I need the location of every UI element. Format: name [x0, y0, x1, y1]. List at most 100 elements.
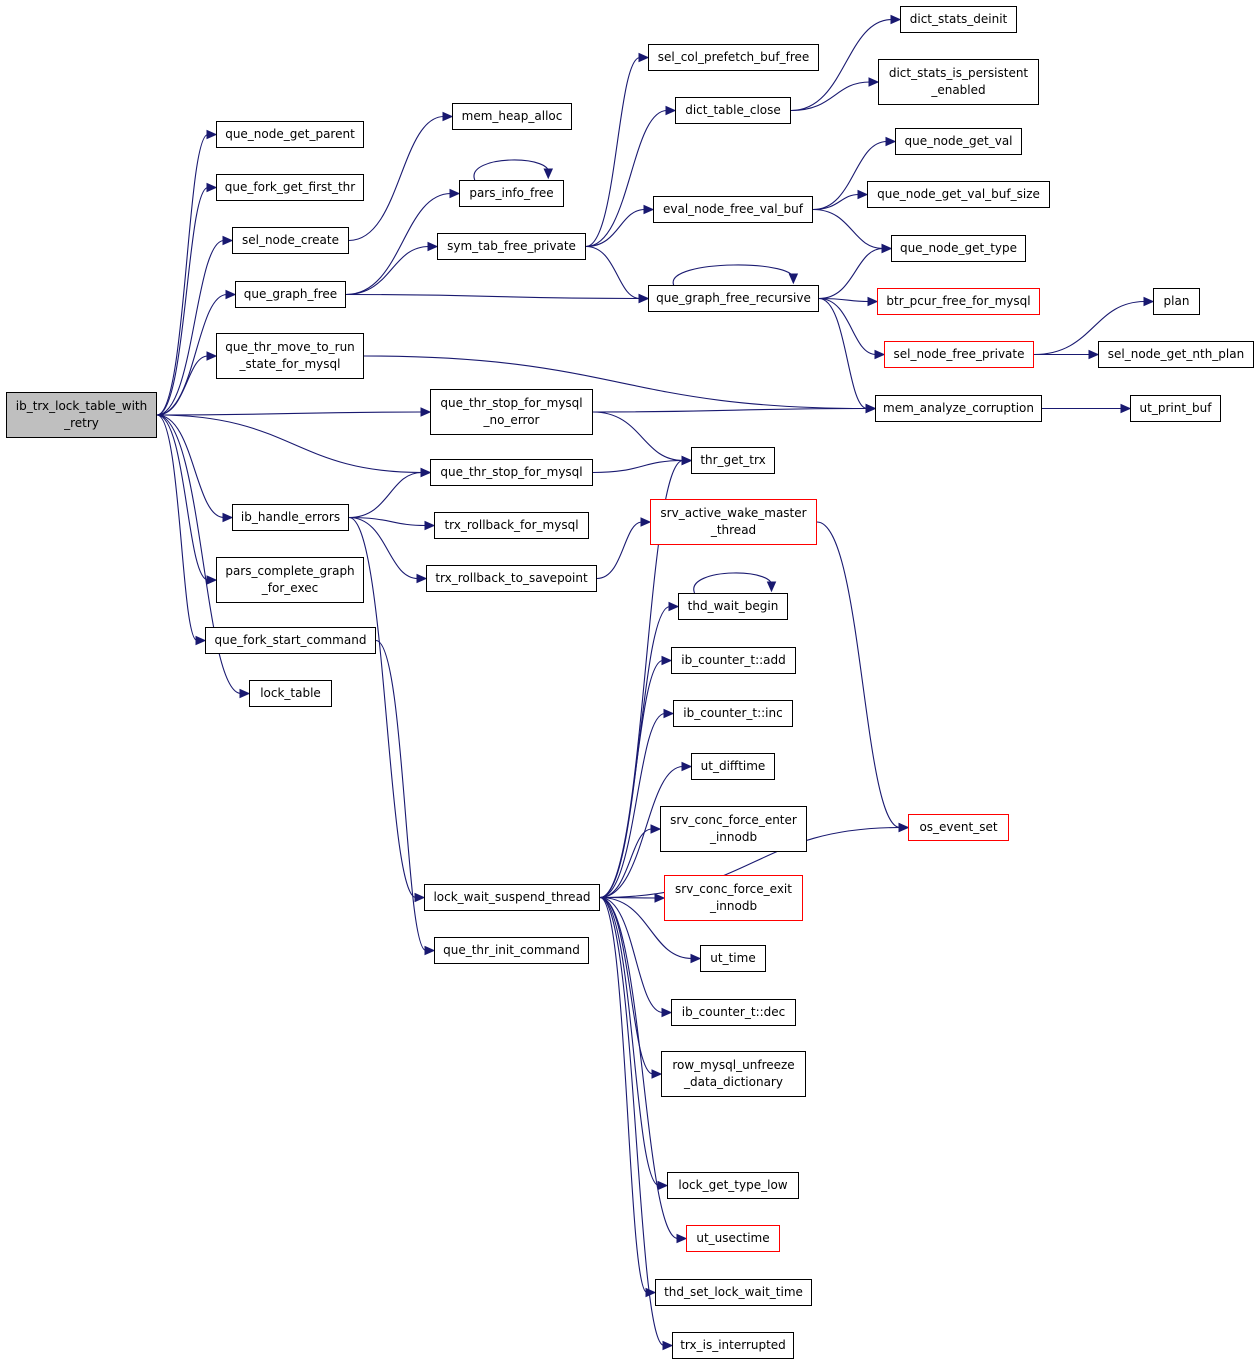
node-ut-usectime[interactable]: ut_usectime [686, 1225, 780, 1252]
edge-que-fork-start-command-to-que-thr-init-command [375, 639, 427, 952]
node-que-node-get-val-buf-size[interactable]: que_node_get_val_buf_size [867, 181, 1050, 208]
edge-ib-trx-lock-table-with-retry-to-lock-table [156, 414, 242, 695]
edge-sel-node-free-private-to-plan [1033, 300, 1146, 356]
node-pars-complete-graph-for-exec[interactable]: pars_complete_graph _for_exec [216, 557, 364, 603]
node-sel-node-get-nth-plan[interactable]: sel_node_get_nth_plan [1098, 341, 1254, 368]
edge-ib-handle-errors-to-lock-wait-suspend-thread [348, 516, 417, 899]
node-ib-handle-errors[interactable]: ib_handle_errors [232, 504, 349, 531]
node-sel-node-free-private[interactable]: sel_node_free_private [884, 341, 1034, 368]
edge-ib-trx-lock-table-with-retry-to-que-fork-start-command [156, 414, 198, 642]
edge-lock-wait-suspend-thread-to-ut-usectime-arrowhead [676, 1233, 688, 1244]
node-ut-time[interactable]: ut_time [700, 945, 766, 972]
node-ib-counter-t-add[interactable]: ib_counter_t::add [671, 647, 796, 674]
node-sel-node-create[interactable]: sel_node_create [232, 227, 349, 254]
edge-sym-tab-free-private-to-sel-col-prefetch-buf-free [585, 56, 641, 248]
edge-ib-trx-lock-table-with-retry-to-que-thr-move-to-run-state-for-mysql-arrowhead [206, 351, 218, 361]
edge-que-fork-start-command-to-que-thr-init-command-arrowhead [424, 945, 436, 956]
node-ib-counter-t-dec[interactable]: ib_counter_t::dec [671, 999, 796, 1026]
node-thr-get-trx[interactable]: thr_get_trx [691, 447, 775, 474]
edge-lock-wait-suspend-thread-to-ib-counter-t-inc-arrowhead [663, 708, 675, 719]
node-pars-info-free[interactable]: pars_info_free [459, 180, 564, 207]
node-que-thr-move-to-run-state-for-mysql[interactable]: que_thr_move_to_run _state_for_mysql [216, 333, 364, 379]
edge-sel-node-create-to-mem-heap-alloc [348, 115, 445, 242]
node-sym-tab-free-private[interactable]: sym_tab_free_private [437, 233, 586, 260]
node-plan[interactable]: plan [1153, 288, 1200, 315]
node-thd-wait-begin[interactable]: thd_wait_begin [678, 593, 788, 620]
edge-lock-wait-suspend-thread-to-thd-set-lock-wait-time-arrowhead [645, 1287, 657, 1298]
edge-ib-trx-lock-table-with-retry-to-que-thr-stop-for-mysql [156, 414, 423, 474]
node-dict-stats-is-persistent-enabled[interactable]: dict_stats_is_persistent _enabled [878, 59, 1039, 105]
edge-sym-tab-free-private-to-sel-col-prefetch-buf-free-arrowhead [638, 52, 650, 63]
edge-que-graph-free-recursive-to-sel-node-free-private-arrowhead [874, 349, 886, 360]
edge-lock-wait-suspend-thread-to-row-mysql-unfreeze-data-dictionary-arrowhead [651, 1069, 663, 1079]
edge-ib-trx-lock-table-with-retry-to-que-graph-free-arrowhead [225, 289, 237, 300]
edge-ib-trx-lock-table-with-retry-to-lock-table-arrowhead [239, 688, 251, 699]
edge-lock-wait-suspend-thread-to-srv-conc-force-exit-innodb-arrowhead [654, 893, 666, 903]
node-que-fork-get-first-thr[interactable]: que_fork_get_first_thr [216, 174, 364, 201]
edge-ib-handle-errors-to-que-thr-stop-for-mysql-arrowhead [420, 467, 432, 478]
edge-dict-table-close-to-dict-stats-deinit-arrowhead [890, 14, 902, 25]
edge-eval-node-free-val-buf-to-que-node-get-val-arrowhead [885, 136, 897, 147]
node-que-node-get-val[interactable]: que_node_get_val [895, 128, 1022, 155]
node-row-mysql-unfreeze-data-dictionary[interactable]: row_mysql_unfreeze _data_dictionary [661, 1051, 806, 1097]
edge-ib-trx-lock-table-with-retry-to-que-thr-stop-for-mysql-no-error [156, 411, 423, 416]
node-mem-heap-alloc[interactable]: mem_heap_alloc [452, 103, 572, 130]
edge-lock-wait-suspend-thread-to-trx-is-interrupted-arrowhead [662, 1340, 674, 1351]
node-thd-set-lock-wait-time[interactable]: thd_set_lock_wait_time [655, 1279, 812, 1306]
node-srv-conc-force-exit-innodb[interactable]: srv_conc_force_exit _innodb [664, 875, 803, 921]
node-que-thr-stop-for-mysql[interactable]: que_thr_stop_for_mysql [430, 459, 593, 486]
node-btr-pcur-free-for-mysql[interactable]: btr_pcur_free_for_mysql [877, 288, 1040, 315]
node-trx-rollback-to-savepoint[interactable]: trx_rollback_to_savepoint [426, 565, 597, 592]
edge-lock-wait-suspend-thread-to-srv-conc-force-enter-innodb [599, 828, 653, 899]
edge-que-graph-free-to-sym-tab-free-private-arrowhead [427, 241, 439, 252]
edge-dict-table-close-to-dict-stats-is-persistent-enabled-arrowhead [868, 77, 880, 87]
edge-ib-trx-lock-table-with-retry-to-sel-node-create [156, 239, 225, 416]
edge-mem-analyze-corruption-to-ut-print-buf-arrowhead [1120, 403, 1132, 414]
node-lock-wait-suspend-thread[interactable]: lock_wait_suspend_thread [424, 884, 600, 911]
node-dict-stats-deinit[interactable]: dict_stats_deinit [900, 6, 1017, 33]
edge-ib-trx-lock-table-with-retry-to-ib-handle-errors-arrowhead [222, 512, 234, 523]
node-ut-print-buf[interactable]: ut_print_buf [1130, 395, 1221, 422]
edge-ib-trx-lock-table-with-retry-to-que-fork-start-command-arrowhead [195, 635, 207, 646]
edge-ib-trx-lock-table-with-retry-to-ib-handle-errors [156, 414, 225, 519]
node-que-thr-init-command[interactable]: que_thr_init_command [434, 937, 589, 964]
edge-srv-active-wake-master-thread-to-os-event-set-arrowhead [898, 822, 910, 833]
node-ib-counter-t-inc[interactable]: ib_counter_t::inc [673, 700, 793, 727]
edge-que-graph-free-recursive-to-mem-analyze-corruption-arrowhead [865, 403, 877, 414]
edge-dict-table-close-to-dict-stats-is-persistent-enabled [790, 81, 871, 112]
node-srv-active-wake-master-thread[interactable]: srv_active_wake_master _thread [650, 499, 817, 545]
node-eval-node-free-val-buf[interactable]: eval_node_free_val_buf [653, 196, 813, 223]
edge-lock-wait-suspend-thread-to-os-event-set [599, 826, 901, 899]
node-que-node-get-type[interactable]: que_node_get_type [891, 235, 1026, 262]
node-mem-analyze-corruption[interactable]: mem_analyze_corruption [875, 395, 1042, 422]
edge-ib-handle-errors-to-trx-rollback-to-savepoint [348, 516, 419, 580]
edge-lock-wait-suspend-thread-to-ut-time-arrowhead [690, 953, 702, 964]
node-que-fork-start-command[interactable]: que_fork_start_command [205, 627, 376, 654]
node-que-node-get-parent[interactable]: que_node_get_parent [216, 121, 364, 148]
node-srv-conc-force-enter-innodb[interactable]: srv_conc_force_enter _innodb [660, 806, 807, 852]
edge-que-graph-free-recursive-to-que-node-get-type-arrowhead [881, 243, 893, 254]
node-que-thr-stop-for-mysql-no-error[interactable]: que_thr_stop_for_mysql _no_error [430, 389, 593, 435]
edge-lock-wait-suspend-thread-to-ib-counter-t-dec-arrowhead [661, 1007, 673, 1018]
edge-que-graph-free-to-pars-info-free-arrowhead [449, 188, 461, 199]
node-lock-get-type-low[interactable]: lock_get_type_low [667, 1172, 799, 1199]
node-trx-is-interrupted[interactable]: trx_is_interrupted [672, 1332, 794, 1359]
node-lock-table[interactable]: lock_table [249, 680, 332, 707]
edge-eval-node-free-val-buf-to-que-node-get-val [812, 140, 888, 211]
edge-trx-rollback-to-savepoint-to-srv-active-wake-master-thread-arrowhead [640, 517, 652, 527]
edge-ib-handle-errors-to-trx-rollback-for-mysql [348, 516, 427, 527]
node-que-graph-free[interactable]: que_graph_free [235, 281, 346, 308]
edge-que-graph-free-recursive-to-que-node-get-type [818, 247, 884, 300]
edge-eval-node-free-val-buf-to-que-node-get-type [812, 208, 884, 250]
node-trx-rollback-for-mysql[interactable]: trx_rollback_for_mysql [434, 512, 589, 539]
edge-dict-table-close-to-dict-stats-deinit [790, 18, 893, 112]
node-que-graph-free-recursive[interactable]: que_graph_free_recursive [648, 285, 819, 312]
edge-que-graph-free-to-sym-tab-free-private [345, 245, 430, 296]
node-ut-difftime[interactable]: ut_difftime [691, 753, 775, 780]
edge-sym-tab-free-private-to-eval-node-free-val-buf-arrowhead [643, 204, 655, 215]
node-os-event-set[interactable]: os_event_set [908, 814, 1009, 841]
node-dict-table-close[interactable]: dict_table_close [675, 97, 791, 124]
edge-lock-wait-suspend-thread-to-ib-counter-t-dec [599, 896, 664, 1014]
node-sel-col-prefetch-buf-free[interactable]: sel_col_prefetch_buf_free [648, 44, 819, 71]
edge-pars-info-free-to-pars-info-free [473, 159, 550, 181]
